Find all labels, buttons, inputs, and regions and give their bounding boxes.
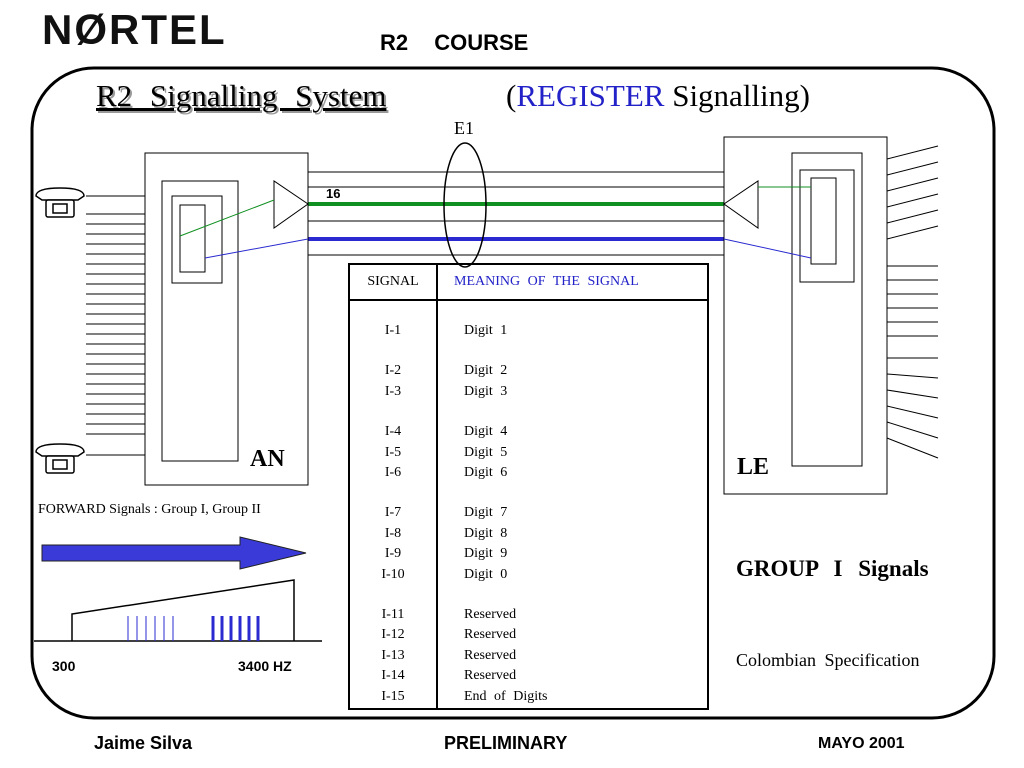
freq-high-label: 3400 HZ <box>238 658 292 674</box>
e1-trunk-lines <box>308 171 724 256</box>
backward-tone-marks <box>127 616 174 641</box>
nortel-logo: NØRTEL <box>42 6 227 53</box>
signal-group: I-7 I-8 I-9 I-10 <box>381 505 405 582</box>
signal-column: I-1 I-2 I-3 I-4 I-5 I-6 I-7 I-8 I-9 I-10 <box>349 300 438 710</box>
slide-subtitle: (REGISTER Signalling) <box>506 78 810 114</box>
signal-group: I-4 I-5 I-6 <box>384 424 402 481</box>
meaning-group: Reserved Reserved Reserved Reserved End … <box>464 607 548 704</box>
group-i-title: GROUP I Signals <box>736 556 929 581</box>
meaning-group: Digit 7 Digit 8 Digit 9 Digit 0 <box>464 505 508 582</box>
channel-16-label: 16 <box>326 186 341 201</box>
forward-arrow <box>41 536 307 570</box>
header-meaning: MEANING OF THE SIGNAL <box>437 264 708 301</box>
meaning-group: Digit 2 Digit 3 <box>464 363 508 399</box>
meaning-column: Digit 1 Digit 2 Digit 3 Digit 4 Digit 5 … <box>437 300 708 709</box>
subtitle-register: REGISTER <box>516 78 665 113</box>
le-label: LE <box>737 454 770 480</box>
le-outgoing-lines <box>886 145 939 459</box>
freq-low-label: 300 <box>52 658 76 674</box>
footer-date: MAYO 2001 <box>818 735 905 752</box>
subtitle-rest: Signalling) <box>664 78 810 113</box>
spectrum-envelope <box>71 579 295 641</box>
signal-group: I-1 <box>384 323 402 338</box>
forward-signals-text: FORWARD Signals : Group I, Group II <box>38 502 261 517</box>
an-subscriber-lines <box>86 195 145 456</box>
colombian-spec-text: Colombian Specification <box>736 650 920 670</box>
footer-author: Jaime Silva <box>94 733 193 753</box>
slide-title: R2 Signalling System <box>96 78 387 113</box>
slide-frame <box>30 66 996 720</box>
meaning-group: Digit 1 <box>464 323 508 338</box>
subtitle-paren: ( <box>506 78 517 113</box>
le-amplifier <box>723 180 759 229</box>
table-row: I-1 I-2 I-3 I-4 I-5 I-6 I-7 I-8 I-9 I-10 <box>349 300 708 710</box>
an-amplifier <box>273 180 309 229</box>
an-register-core <box>179 204 206 273</box>
header-signal: SIGNAL <box>349 264 438 301</box>
e1-label: E1 <box>454 118 474 138</box>
an-label: AN <box>250 446 285 472</box>
course-title: R2 COURSE <box>380 30 529 55</box>
signal-group: I-11 I-12 I-13 I-14 I-15 <box>381 607 405 704</box>
meaning-group: Digit 4 Digit 5 Digit 6 <box>464 424 508 481</box>
signal-group: I-2 I-3 <box>384 363 402 399</box>
signal-table: SIGNAL MEANING OF THE SIGNAL I-1 I-2 I-3… <box>348 263 709 711</box>
telephone-icon <box>35 443 85 474</box>
footer-status: PRELIMINARY <box>444 733 568 753</box>
le-register-core <box>810 177 837 265</box>
telephone-icon <box>35 187 85 218</box>
table-header-row: SIGNAL MEANING OF THE SIGNAL <box>349 264 708 301</box>
forward-tone-marks <box>211 616 260 641</box>
